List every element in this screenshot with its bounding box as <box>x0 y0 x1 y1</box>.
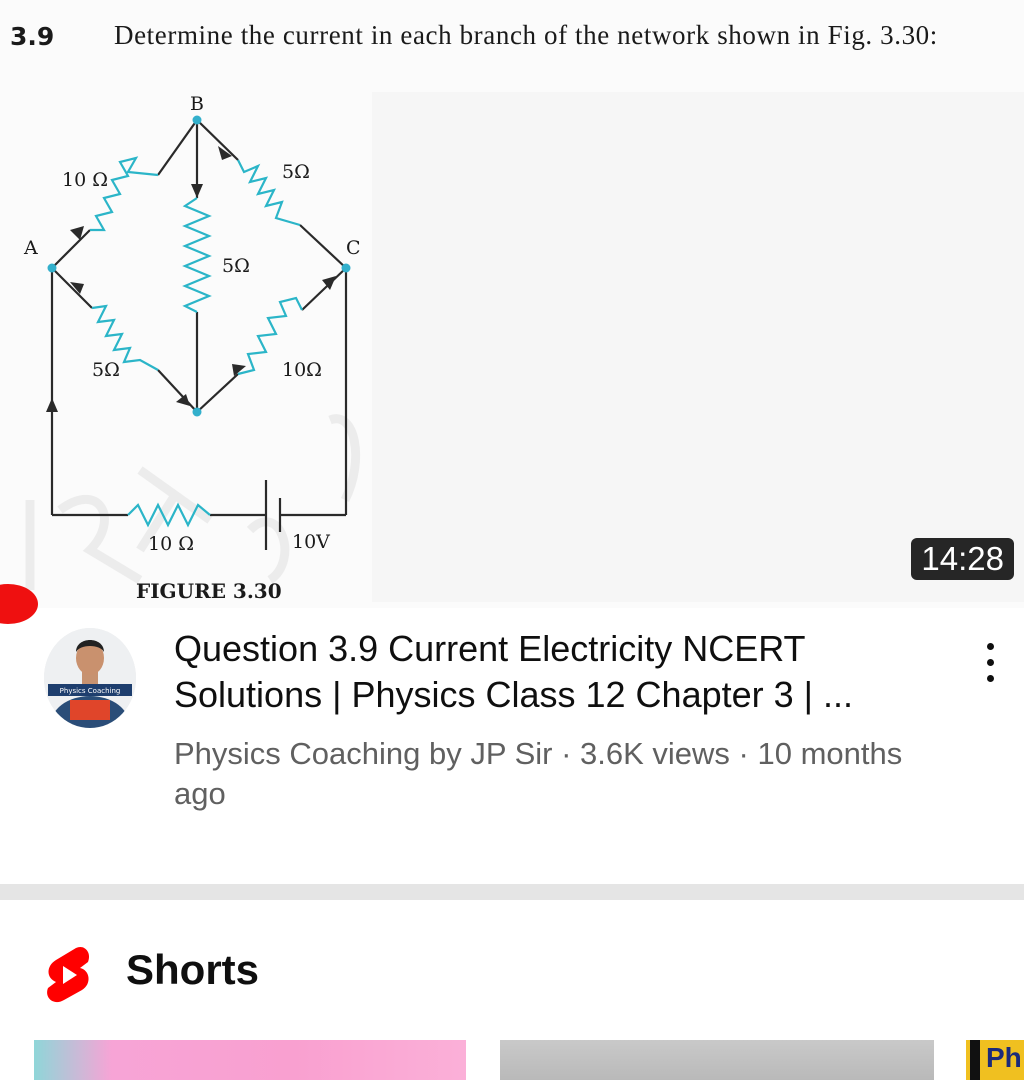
resistor-label-series: 10 Ω <box>148 533 194 555</box>
resistor-label-bd: 5Ω <box>222 255 250 277</box>
short-thumbnail[interactable] <box>34 1040 466 1080</box>
battery-symbol <box>264 480 282 550</box>
wires <box>50 119 348 517</box>
short-thumbnail[interactable] <box>500 1040 934 1080</box>
shorts-logo-icon <box>47 946 90 1003</box>
thumbnail-blank-panel <box>372 92 1024 602</box>
resistor-label-ad: 5Ω <box>92 359 120 381</box>
circuit-nodes <box>47 115 351 417</box>
current-arrows <box>46 146 336 412</box>
resistor-label-bc: 5Ω <box>282 161 310 183</box>
figure-caption: FIGURE 3.30 <box>136 579 282 603</box>
node-label-a: A <box>23 237 38 259</box>
video-subtitle: Physics Coaching by JP Sir · 3.6K views … <box>174 736 903 811</box>
node-label-c: C <box>346 237 361 259</box>
shorts-header <box>44 940 94 1010</box>
more-options-icon[interactable] <box>970 632 1010 692</box>
question-number: 3.9 <box>10 22 55 51</box>
short-thumbnail-text: Ph <box>986 1042 1022 1073</box>
avatar-banner-text: Physics Coaching <box>60 687 121 695</box>
section-divider <box>0 884 1024 900</box>
battery-label: 10V <box>292 531 330 553</box>
resistor-label-ab: 10 Ω <box>62 169 108 191</box>
short-thumbnail[interactable]: Ph <box>966 1040 1024 1080</box>
video-title[interactable]: Question 3.9 Current Electricity NCERT S… <box>174 628 854 715</box>
resistors <box>90 156 303 528</box>
shorts-title: Shorts <box>126 946 260 993</box>
watermark <box>25 414 361 590</box>
channel-avatar[interactable]: Physics Coaching <box>44 628 136 728</box>
resistor-label-dc: 10Ω <box>282 359 322 381</box>
video-thumbnail[interactable]: 3.9 Determine the current in each branch… <box>0 0 1024 608</box>
circuit-diagram: B A C 10 Ω 5Ω 5Ω 5Ω 10Ω 10 Ω 10V FIGURE … <box>23 93 361 603</box>
node-label-b: B <box>190 93 204 115</box>
avatar-image: Physics Coaching <box>44 628 136 728</box>
question-text: Determine the current in each branch of … <box>114 20 938 50</box>
thumbnail-bar <box>970 1040 980 1080</box>
duration-badge: 14:28 <box>911 538 1014 580</box>
